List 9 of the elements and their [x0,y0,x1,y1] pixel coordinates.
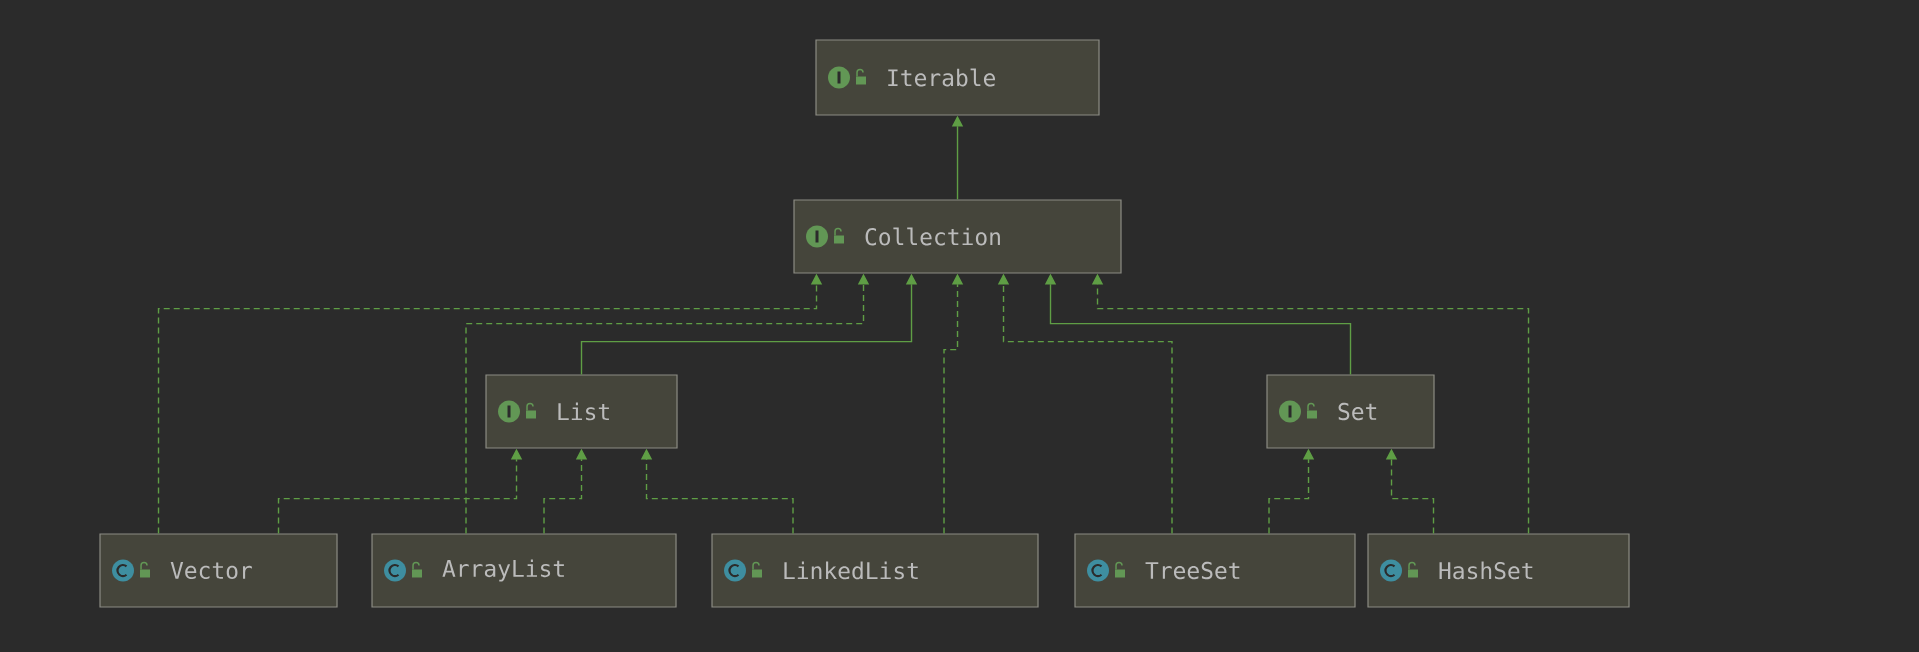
class-box: List [485,374,678,449]
class-box: Collection [793,199,1122,274]
class-box: LinkedList [711,533,1039,608]
class-box: TreeSet [1074,533,1356,608]
class-box: HashSet [1367,533,1630,608]
class-box: ArrayList [371,533,677,608]
class-box: Iterable [815,39,1100,116]
class-box: Vector [99,533,338,608]
class-box: Set [1266,374,1435,449]
